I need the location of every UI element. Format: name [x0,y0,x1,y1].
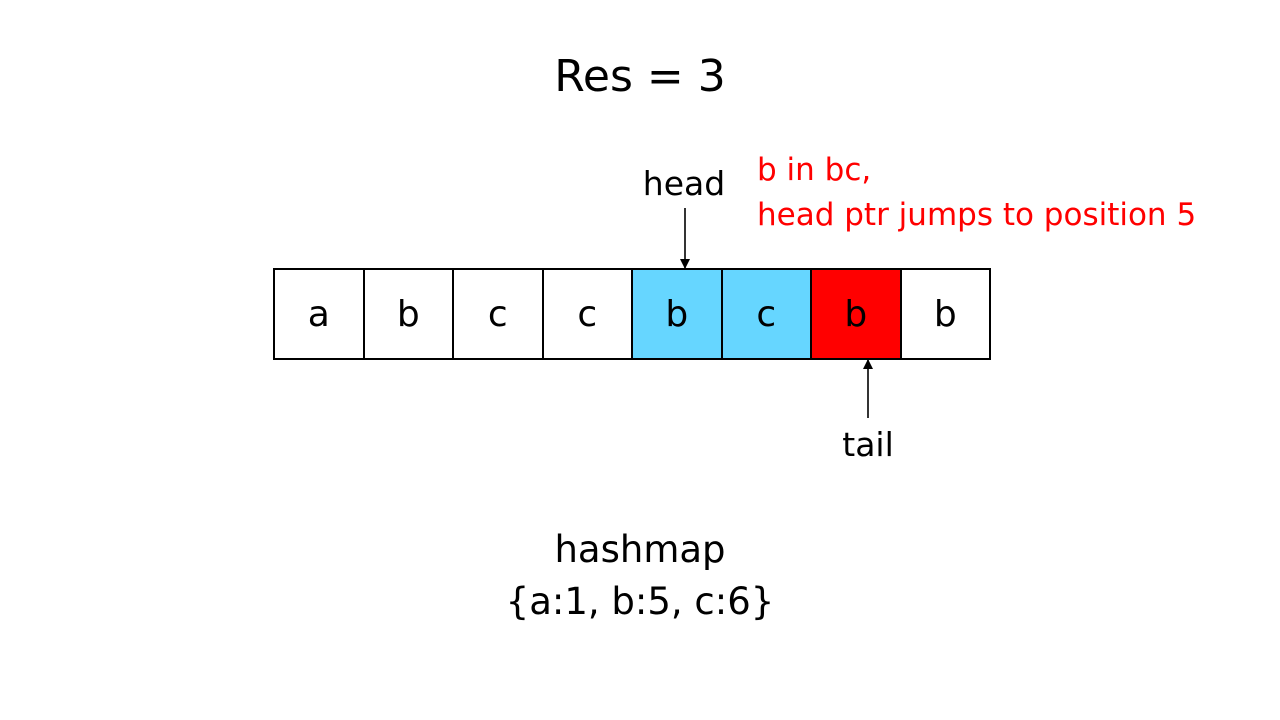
tail-pointer-label: tail [842,425,894,464]
array-cell: b [362,268,454,360]
hashmap-value: {a:1, b:5, c:6} [505,580,775,623]
array-cell: a [273,268,365,360]
array-cell: b [899,268,991,360]
array-cell: c [720,268,812,360]
array-cell: b [631,268,723,360]
array-cell: c [452,268,544,360]
array-cell: c [541,268,633,360]
explanation-note: b in bc, head ptr jumps to position 5 [757,148,1196,238]
note-line-2: head ptr jumps to position 5 [757,197,1197,233]
result-text: Res = 3 [554,51,726,102]
note-line-1: b in bc, [757,152,872,188]
array-cell: b [810,268,902,360]
hashmap-title: hashmap [554,528,726,571]
head-pointer-label: head [642,164,726,203]
